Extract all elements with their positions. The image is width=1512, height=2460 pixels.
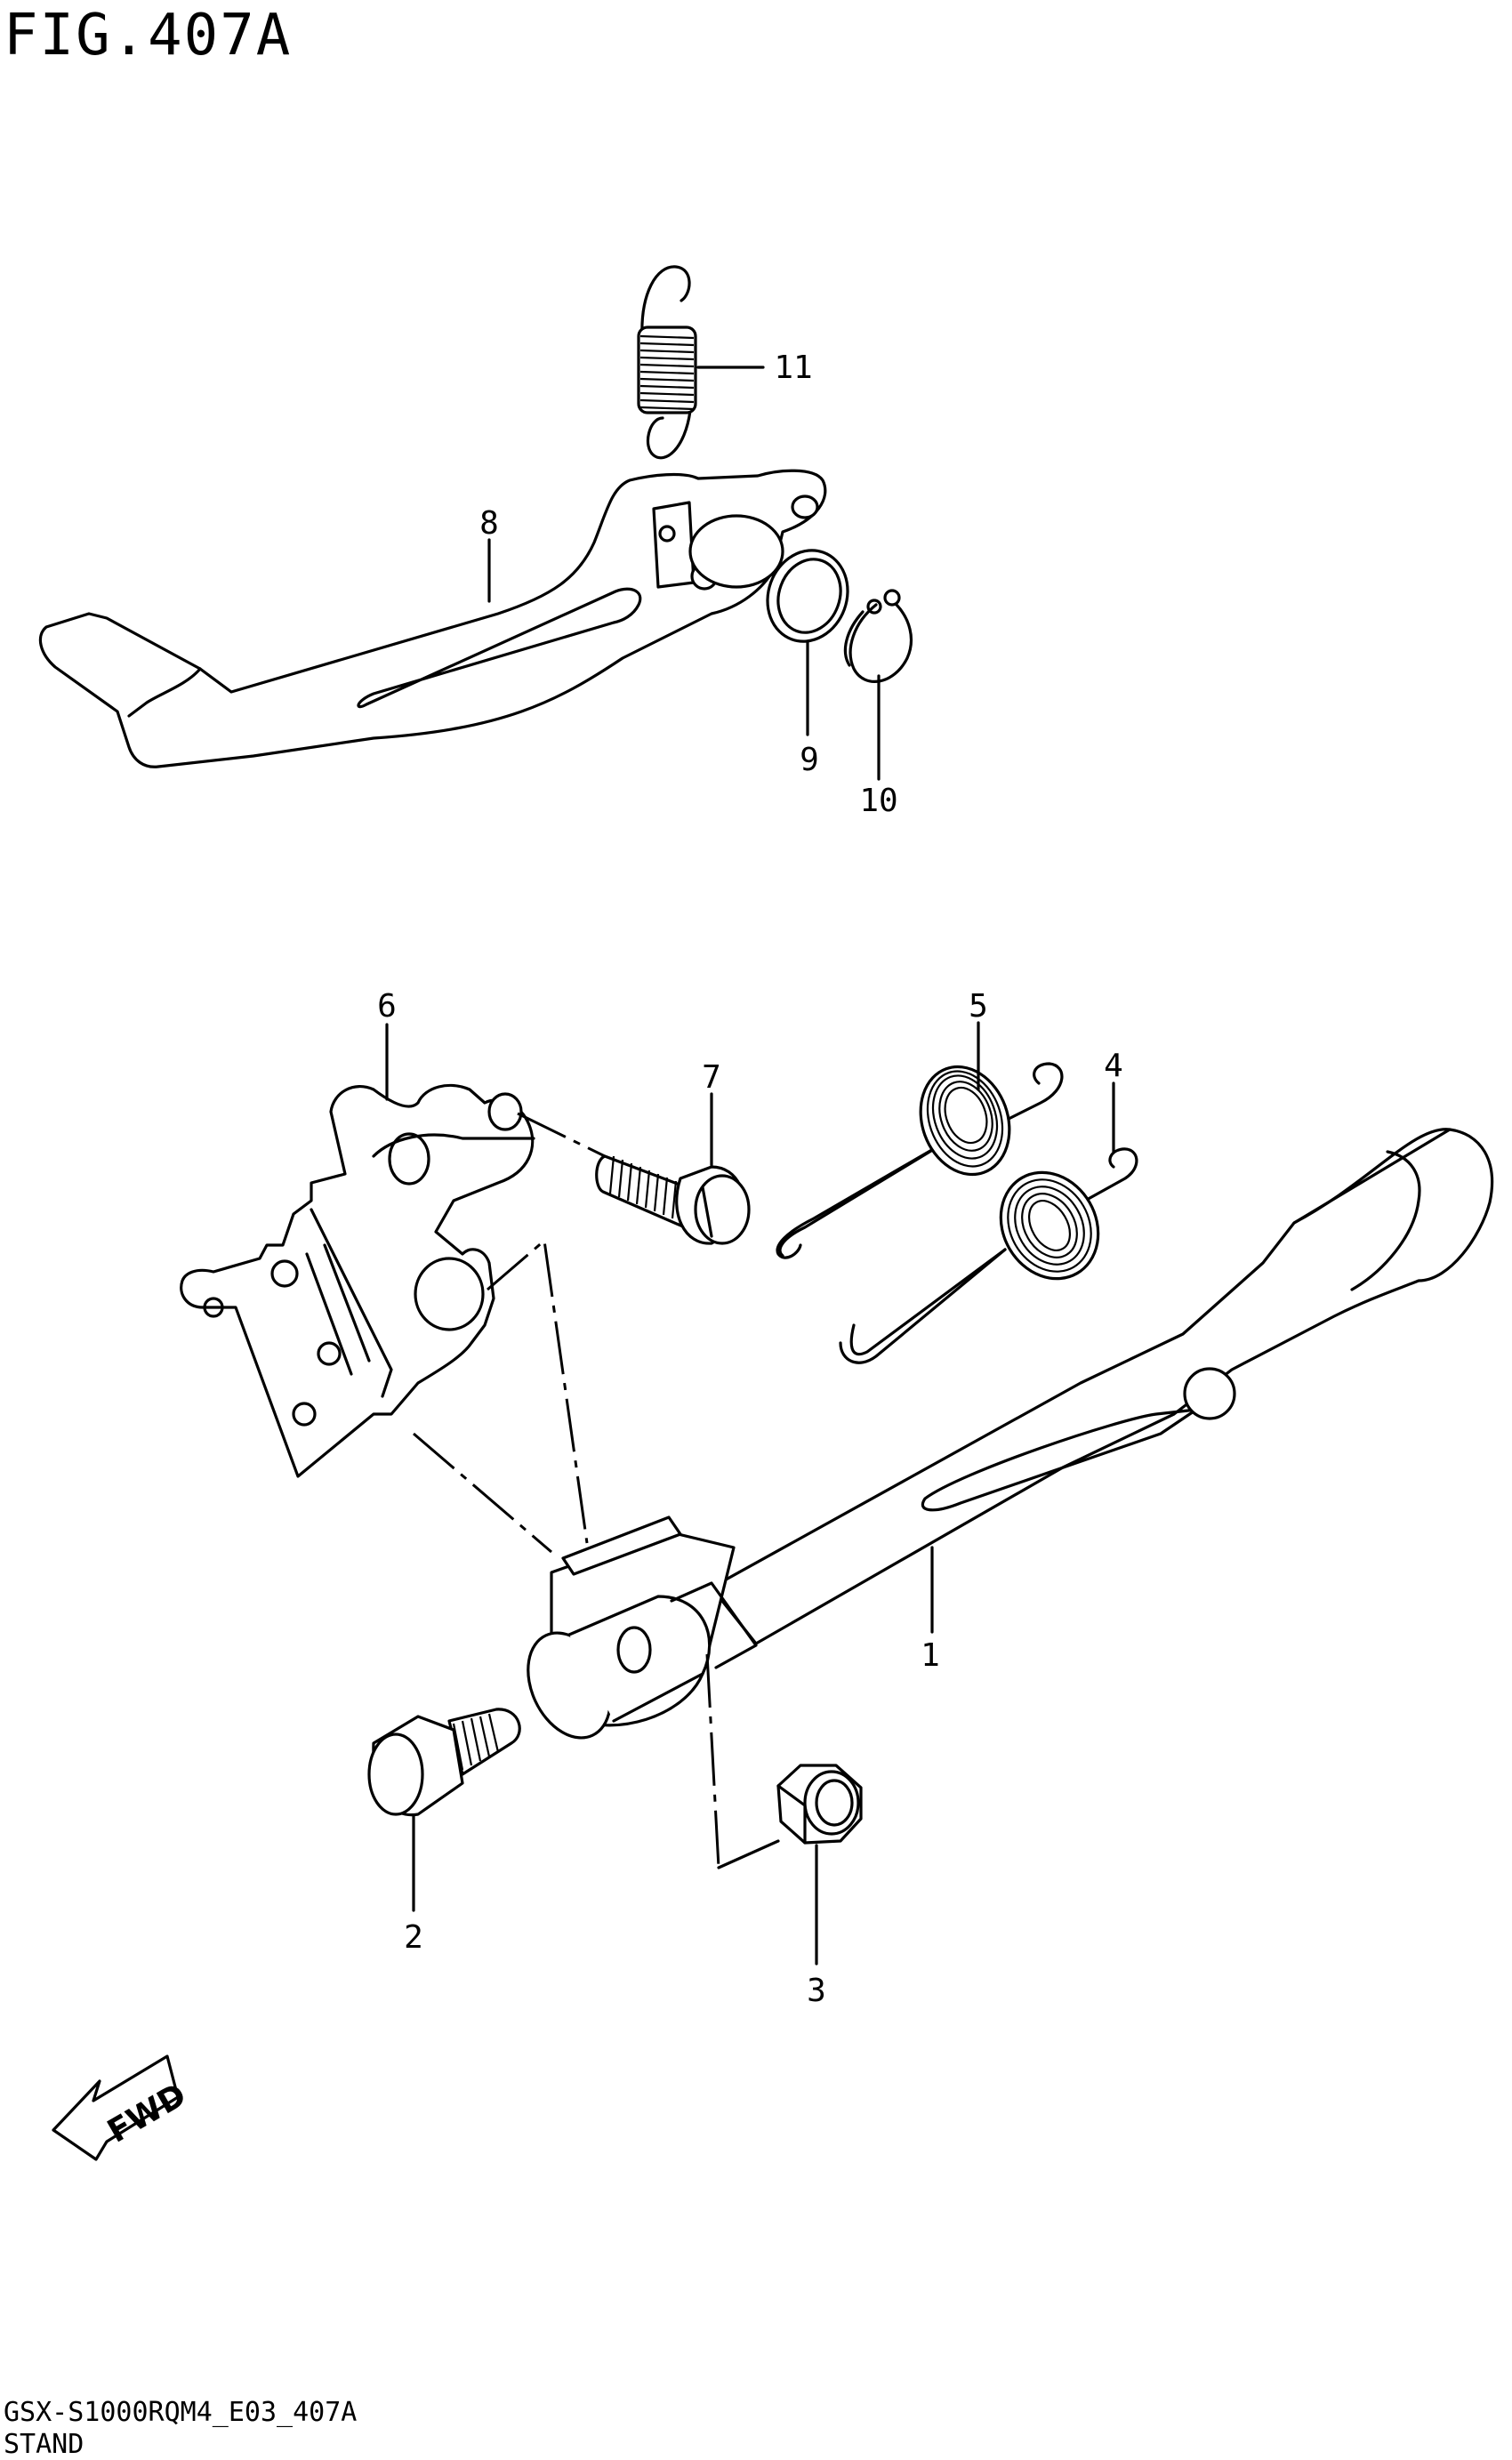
callout-labels: 1 2 3 4 5 6 7 8 9 10 11 — [377, 350, 1123, 2009]
callout-9: 9 — [800, 742, 819, 778]
part-1-side-stand[interactable] — [512, 1128, 1494, 1751]
part-10-circlip[interactable] — [843, 589, 913, 683]
section-name: STAND — [4, 2429, 84, 2460]
figure-title: FIG.407A — [4, 3, 293, 68]
part-9-washer[interactable] — [755, 539, 860, 653]
callout-7: 7 — [702, 1059, 721, 1096]
assembly-lines — [413, 1112, 720, 1869]
part-5-spring[interactable] — [776, 1054, 1064, 1259]
part-4-spring[interactable] — [839, 1147, 1138, 1364]
callout-8: 8 — [479, 505, 499, 542]
callout-4: 4 — [1104, 1048, 1123, 1084]
fwd-arrow-icon: FWD — [52, 2054, 192, 2161]
callout-5: 5 — [969, 988, 988, 1025]
callout-3: 3 — [807, 1973, 826, 2009]
part-11-spring[interactable] — [637, 265, 697, 460]
leader-lines — [385, 366, 1115, 1966]
callout-2: 2 — [404, 1919, 423, 1956]
callout-11: 11 — [774, 350, 812, 386]
callout-10: 10 — [859, 783, 897, 819]
part-7-bolt[interactable] — [595, 1154, 751, 1245]
part-8-stand-lever[interactable] — [38, 469, 827, 768]
part-6-stand-bracket[interactable] — [180, 1083, 535, 1478]
part-2-pivot-bolt[interactable] — [367, 1708, 521, 1817]
callout-1: 1 — [921, 1637, 940, 1674]
part-3-nut[interactable] — [776, 1764, 863, 1845]
callout-6: 6 — [377, 988, 397, 1025]
model-code: GSX-S1000RQM4_E03_407A — [4, 2397, 358, 2428]
